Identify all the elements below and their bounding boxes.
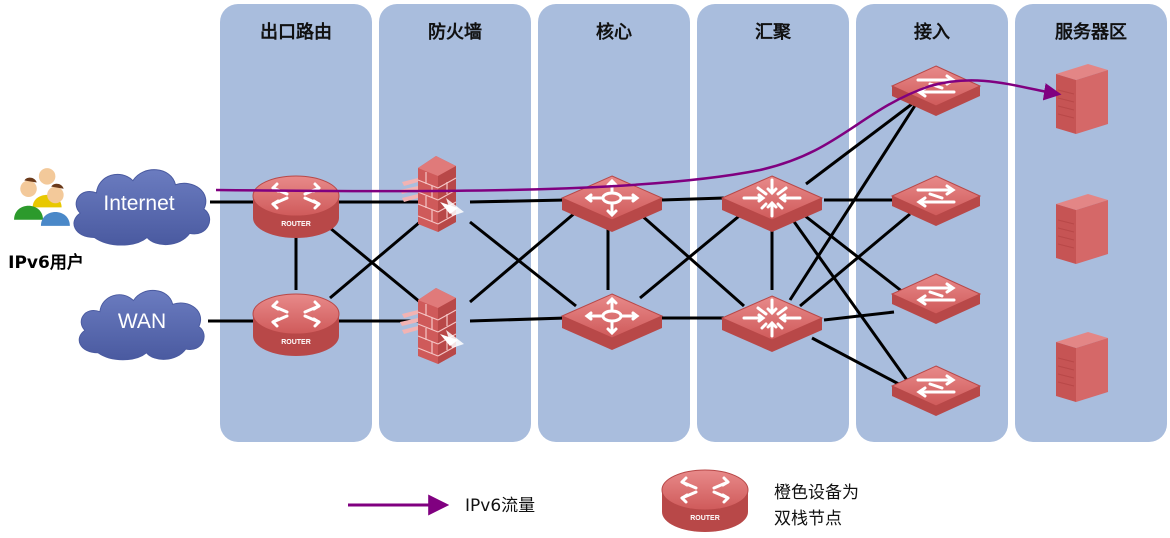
link-fw2-core2 bbox=[469, 316, 567, 323]
router-icon bbox=[660, 468, 750, 534]
legend-device-label-line2: 双栈节点 bbox=[774, 509, 842, 529]
link-core1-agg2 bbox=[639, 212, 745, 308]
zone-titles: 出口路由 防火墙 核心 汇聚 接入 服务器区 bbox=[260, 21, 1127, 43]
link-fw1-core1 bbox=[469, 198, 567, 204]
zone-title-core: 核心 bbox=[596, 21, 632, 43]
internet-cloud: Internet bbox=[73, 169, 211, 246]
users-icon bbox=[14, 168, 70, 226]
zone-panel-firewall bbox=[379, 4, 531, 442]
link-core2-agg1 bbox=[639, 210, 745, 300]
link-agg2-acc2 bbox=[799, 212, 911, 308]
link-router2-fw1 bbox=[329, 220, 421, 300]
internet-label: Internet bbox=[103, 192, 174, 215]
link-agg2-acc3 bbox=[823, 310, 895, 322]
wan-label: WAN bbox=[118, 310, 166, 333]
wan-cloud: WAN bbox=[78, 289, 205, 361]
link-agg2-acc1 bbox=[788, 103, 918, 301]
zone-title-firewall: 防火墙 bbox=[428, 21, 482, 43]
ipv6-users: IPv6用户 bbox=[8, 168, 84, 273]
legend-device-label-line1: 橙色设备为 bbox=[774, 483, 859, 503]
zone-title-aggregation: 汇聚 bbox=[755, 22, 792, 43]
router-2 bbox=[251, 292, 341, 358]
link-agg1-acc4 bbox=[788, 215, 916, 391]
link-agg2-acc4 bbox=[811, 336, 911, 392]
link-agg1-acc1 bbox=[805, 102, 913, 186]
ipv6-flow-path bbox=[215, 79, 1062, 193]
server-icon bbox=[1055, 331, 1109, 403]
server-icon bbox=[1055, 193, 1109, 265]
users-label: IPv6用户 bbox=[8, 252, 84, 273]
server-icon bbox=[1055, 63, 1109, 134]
zone-title-access: 接入 bbox=[914, 21, 950, 43]
router-1 bbox=[251, 174, 341, 240]
zone-title-egress: 出口路由 bbox=[260, 21, 332, 43]
link-agg1-acc3 bbox=[799, 210, 909, 298]
zone-panels bbox=[220, 4, 1167, 442]
link-fw1-core2 bbox=[469, 220, 577, 308]
router-icon bbox=[251, 174, 341, 240]
link-core1-agg1 bbox=[661, 196, 725, 202]
router-icon bbox=[251, 292, 341, 358]
link-router1-fw2 bbox=[329, 226, 421, 304]
zone-title-server: 服务器区 bbox=[1055, 21, 1127, 43]
link-fw2-core1 bbox=[469, 210, 577, 304]
legend-flow-label: IPv6流量 bbox=[465, 496, 535, 516]
network-links bbox=[208, 102, 918, 392]
legend: IPv6流量 橙色设备为 双栈节点 bbox=[348, 468, 859, 534]
